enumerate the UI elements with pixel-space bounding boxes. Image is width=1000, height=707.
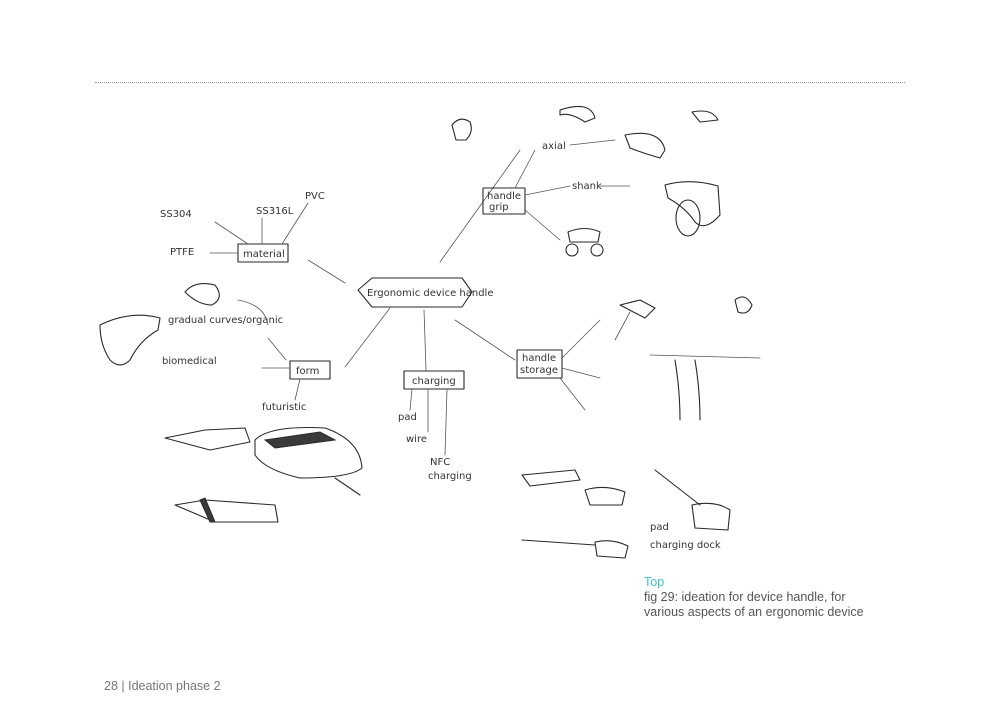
handle-storage-option-dock: charging dock bbox=[650, 540, 721, 551]
handle-grip-option-shank: shank bbox=[572, 181, 602, 192]
handle-grip-node: handle grip axial shank bbox=[482, 139, 631, 241]
handle-grip-option-axial: axial bbox=[542, 141, 566, 152]
charging-node: charging pad wire NFC charging bbox=[398, 370, 472, 482]
charging-option-nfc: NFC bbox=[430, 457, 450, 468]
charging-option-pad: pad bbox=[398, 412, 417, 423]
material-option-pvc: PVC bbox=[305, 191, 325, 202]
handle-storage-node: handle storage pad charging dock bbox=[516, 319, 721, 551]
material-option-ss316l: SS316L bbox=[256, 206, 294, 217]
handle-storage-label-1: handle bbox=[522, 353, 556, 364]
form-label: form bbox=[296, 366, 319, 377]
material-option-ptfe: PTFE bbox=[170, 247, 194, 258]
page-footer: 28 | Ideation phase 2 bbox=[104, 679, 221, 693]
device-sketches bbox=[99, 105, 761, 559]
handle-grip-label-2: grip bbox=[489, 202, 509, 213]
charging-option-wire: wire bbox=[406, 434, 427, 445]
caption-heading: Top bbox=[644, 575, 665, 589]
caption-line-1: fig 29: ideation for device handle, for bbox=[644, 590, 846, 604]
header-rule bbox=[95, 82, 905, 83]
material-label: material bbox=[243, 249, 285, 260]
charging-option-charging: charging bbox=[428, 471, 472, 482]
material-node: material SS304 SS316L PVC PTFE bbox=[160, 191, 325, 263]
material-option-ss304: SS304 bbox=[160, 209, 192, 220]
center-node-label: Ergonomic device handle bbox=[367, 288, 493, 299]
form-option-futuristic: futuristic bbox=[262, 402, 306, 413]
form-option-organic: gradual curves/organic bbox=[168, 315, 283, 326]
charging-label: charging bbox=[412, 376, 456, 387]
handle-storage-label-2: storage bbox=[520, 365, 558, 376]
handle-grip-label-1: handle bbox=[487, 191, 521, 202]
figure-caption: Top fig 29: ideation for device handle, … bbox=[644, 575, 944, 620]
form-option-biomedical: biomedical bbox=[162, 356, 217, 367]
form-node: form gradual curves/organic biomedical f… bbox=[162, 315, 331, 413]
center-node: Ergonomic device handle bbox=[357, 277, 493, 308]
caption-line-2: various aspects of an ergonomic device bbox=[644, 605, 864, 619]
handle-storage-option-pad: pad bbox=[650, 522, 669, 533]
